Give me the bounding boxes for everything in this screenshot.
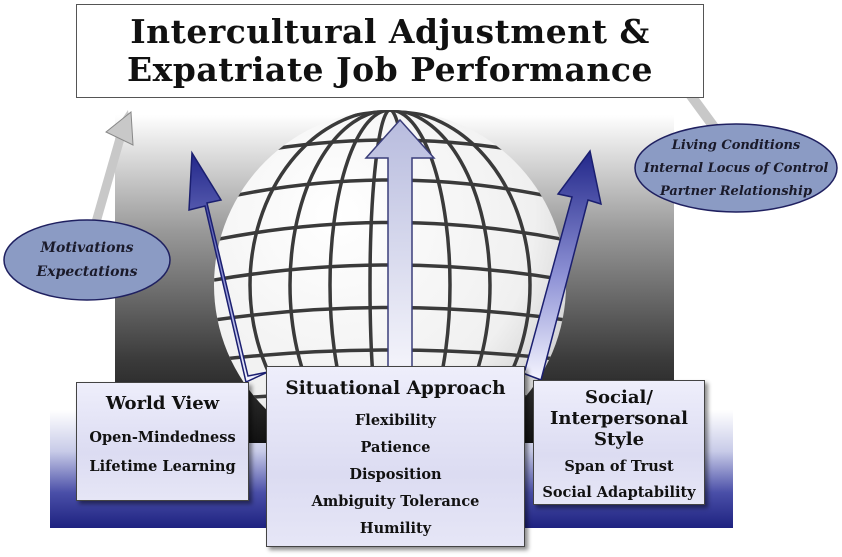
oval-item-expectations: Expectations xyxy=(36,264,138,280)
navy-arrow-left xyxy=(188,150,269,384)
world-view-title: World View xyxy=(105,393,220,414)
social-style-title-line: Style xyxy=(593,429,645,450)
social-style-title-line: Interpersonal xyxy=(549,408,688,429)
world-view-panel: World View Open-Mindedness Lifetime Lear… xyxy=(76,382,249,501)
oval-item-partner-relationship: Partner Relationship xyxy=(659,183,813,199)
situational-approach-item: Ambiguity Tolerance xyxy=(311,493,480,510)
title-box: Intercultural Adjustment & Expatriate Jo… xyxy=(76,4,704,98)
center-arrow xyxy=(364,118,436,371)
title-line-2: Expatriate Job Performance xyxy=(126,50,654,89)
right-oval xyxy=(634,123,838,213)
oval-item-living-conditions: Living Conditions xyxy=(671,137,801,153)
left-oval-text: Motivations Expectations xyxy=(4,222,170,298)
situational-approach-item: Patience xyxy=(360,439,431,456)
title-line-1: Intercultural Adjustment & xyxy=(130,12,650,51)
social-style-panel: Social/ Interpersonal Style Span of Trus… xyxy=(533,380,705,505)
left-oval xyxy=(3,219,171,301)
situational-approach-item: Flexibility xyxy=(355,412,436,429)
oval-item-locus-of-control: Internal Locus of Control xyxy=(643,160,829,176)
situational-approach-title: Situational Approach xyxy=(285,378,506,399)
situational-approach-panel: Situational Approach Flexibility Patienc… xyxy=(266,366,525,547)
navy-arrow-right xyxy=(517,149,602,381)
world-view-item: Lifetime Learning xyxy=(89,458,236,475)
gray-arrow-left xyxy=(86,110,134,240)
oval-item-motivations: Motivations xyxy=(40,240,134,256)
situational-approach-item: Disposition xyxy=(349,466,442,483)
social-style-item: Social Adaptability xyxy=(542,484,696,501)
social-style-title: Social/ Interpersonal Style xyxy=(550,387,688,450)
social-style-item: Span of Trust xyxy=(564,458,674,475)
social-style-title-line: Social/ xyxy=(585,387,653,408)
situational-approach-item: Humility xyxy=(359,520,432,537)
right-oval-text: Living Conditions Internal Locus of Cont… xyxy=(634,126,838,210)
world-view-item: Open-Mindedness xyxy=(89,429,236,446)
